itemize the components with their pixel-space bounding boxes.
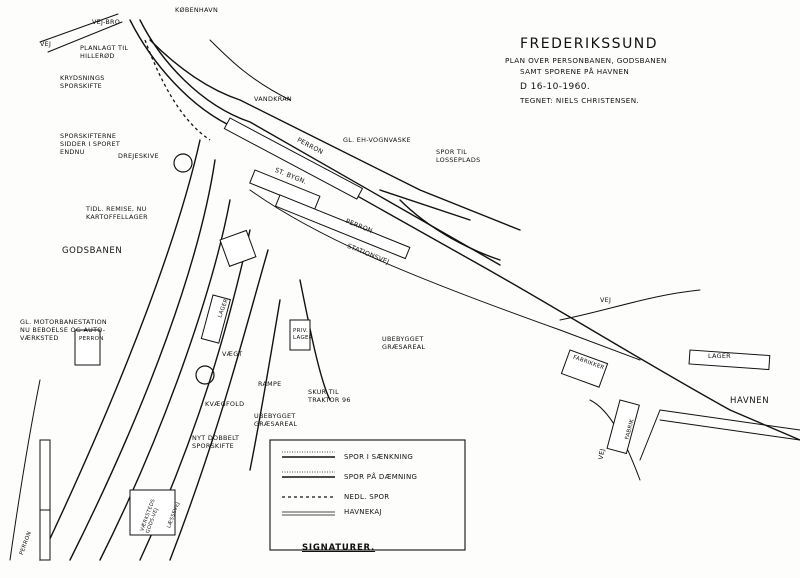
scale-circle xyxy=(195,365,215,385)
platform-mid xyxy=(274,194,411,260)
title-line1: PLAN OVER PERSONBANEN, GODSBANEN xyxy=(505,56,667,65)
label-skur: SKUR TIL TRAKTOR 96 xyxy=(308,388,351,404)
label-rampe: RAMPE xyxy=(258,380,282,388)
label-gl-vognvaske: GL. EH-VOGNVASKE xyxy=(343,136,411,144)
label-vej-mid: VEJ xyxy=(600,296,612,304)
main-track-2 xyxy=(139,19,501,266)
legend-item-havnekaj: HAVNEKAJ xyxy=(344,508,382,516)
label-sporskifterne: SPORSKIFTERNE SIDDER I SPORET ENDNU xyxy=(60,132,121,156)
legend-box xyxy=(269,439,466,551)
fabrik-building xyxy=(560,349,609,388)
goods-track-5 xyxy=(169,249,269,561)
label-planlagt: PLANLAGT TIL HILLERØD xyxy=(80,44,129,60)
lossevej-box xyxy=(129,489,176,536)
label-gl-motorbane: GL. MOTORBANESTATION NU BEBOELSE OG AUTO… xyxy=(20,318,108,342)
label-spor-til: SPOR TIL LOSSEPLADS xyxy=(436,148,481,164)
disused-track xyxy=(144,39,211,141)
label-krydsnings: KRYDSNINGS SPORSKIFTE xyxy=(60,74,105,90)
harbour-basin xyxy=(639,409,661,461)
goods-track-1 xyxy=(39,139,201,561)
label-perron-left: PERRON xyxy=(79,336,104,342)
goods-track-6 xyxy=(249,299,281,471)
goods-track-3 xyxy=(99,199,231,561)
title-main: FREDERIKSSUND xyxy=(520,36,659,52)
title-drawn-by: TEGNET: NIELS CHRISTENSEN. xyxy=(520,96,640,105)
road-left xyxy=(9,379,41,561)
label-vej-top: VEJ xyxy=(40,40,52,48)
label-lager-right: LAGER xyxy=(708,352,731,360)
label-vej-bro: VEJ-BRO xyxy=(92,18,121,26)
legend-item-saenkning: SPOR I SÆNKNING xyxy=(344,453,414,461)
label-ubebygget-1: UBEBYGGET GRÆSAREAL xyxy=(382,335,426,351)
platform-left xyxy=(39,439,51,511)
stationsvej xyxy=(249,189,641,361)
embankment-top xyxy=(209,39,291,101)
goods-track-7 xyxy=(299,279,331,401)
label-godsbanen: GODSBANEN xyxy=(62,246,123,256)
spur-losseplads xyxy=(379,189,501,261)
label-kvaegfold: KVÆGFOLD xyxy=(205,400,245,408)
label-ubebygget-2: UBEBYGGET GRÆSAREAL xyxy=(254,412,298,428)
motorbane-building xyxy=(74,329,101,366)
lager-building xyxy=(200,294,231,344)
platform-top xyxy=(223,117,364,200)
legend-item-daemning: SPOR PÅ DÆMNING xyxy=(344,473,418,481)
label-havnen: HAVNEN xyxy=(730,396,770,406)
road-top xyxy=(39,13,123,53)
label-priv-lager: PRIV. LAGER xyxy=(293,328,313,341)
legend-item-nedl-spor: NEDL. SPOR xyxy=(344,493,390,501)
turntable xyxy=(173,153,193,173)
priv-lager xyxy=(289,319,311,351)
legend-caption: SIGNATURER. xyxy=(302,543,376,553)
title-line2: SAMT SPORENE PÅ HAVNEN xyxy=(520,67,630,76)
label-vandkran: VANDKRAN xyxy=(254,95,292,103)
label-tidl-remise: TIDL. REMISE, NU KARTOFFELLAGER xyxy=(86,205,148,221)
label-drejeskive: DREJESKIVE xyxy=(118,152,159,160)
upper-track xyxy=(149,39,521,231)
goods-track-2 xyxy=(69,159,216,561)
label-kobenhavn: KØBENHAVN xyxy=(175,6,219,14)
label-nyt-sporskifte: NYT DOBBELT SPORSKIFTE xyxy=(192,434,240,450)
remise xyxy=(219,229,257,267)
lager-right xyxy=(688,349,771,371)
perron-bottom xyxy=(39,509,51,561)
main-track xyxy=(129,19,800,441)
harbour-quay xyxy=(659,409,800,441)
road-right xyxy=(559,289,701,321)
title-date: D 16-10-1960. xyxy=(520,82,591,92)
label-vaegt: VÆGT xyxy=(222,350,243,358)
fabrik-right xyxy=(606,399,640,455)
